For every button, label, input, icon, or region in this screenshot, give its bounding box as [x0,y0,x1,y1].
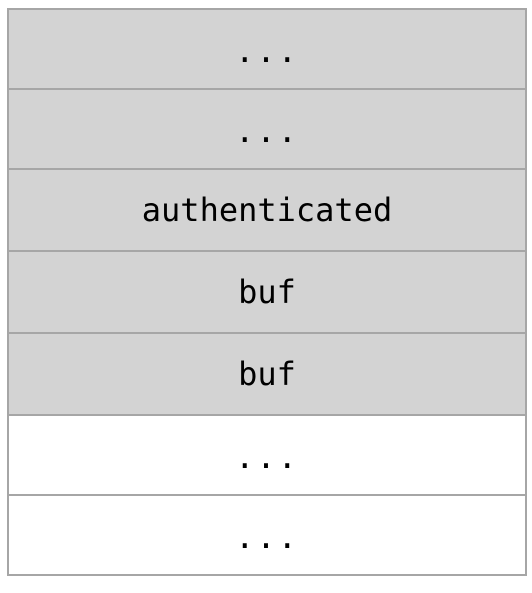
stack-cell-label: buf [238,273,296,311]
stack-cell-ellipsis-bottom-2: ... [9,496,525,576]
stack-cell-label: ... [235,32,299,70]
stack-cell-label: ... [235,518,299,556]
stack-cell-label: buf [238,355,296,393]
stack-cell-label: ... [235,112,299,150]
stack-cell-buf-2: buf [9,334,525,416]
stack-cell-label: authenticated [141,191,393,229]
stack-cell-ellipsis-bottom-1: ... [9,416,525,496]
stack-cell-ellipsis-top-2: ... [9,90,525,170]
memory-stack-diagram: ... ... authenticated buf buf ... ... [7,8,527,576]
stack-cell-label: ... [235,438,299,476]
stack-cell-ellipsis-top-1: ... [9,10,525,90]
stack-cell-authenticated: authenticated [9,170,525,252]
stack-cell-buf-1: buf [9,252,525,334]
